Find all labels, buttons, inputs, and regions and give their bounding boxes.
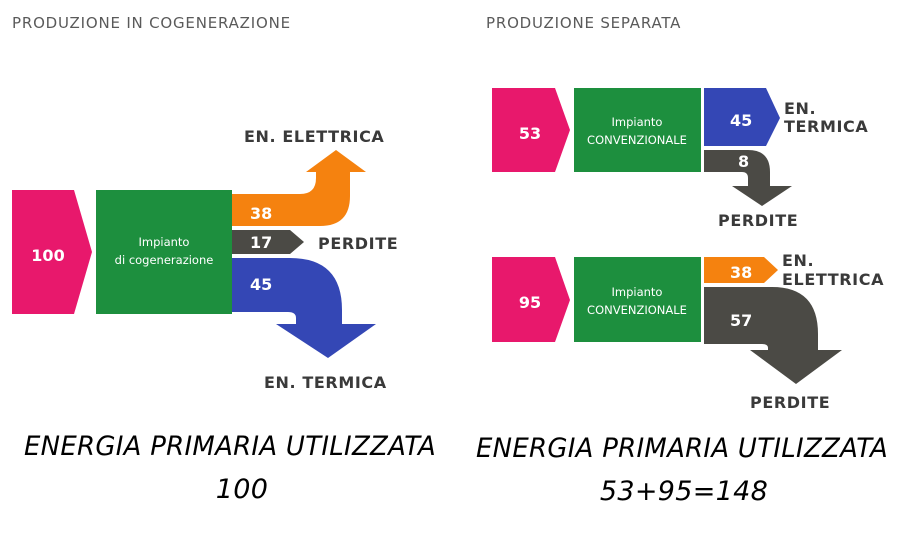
cogeneration-plant-label-2: di cogenerazione <box>115 253 214 267</box>
separate-thermal-plant-box <box>574 88 701 172</box>
separate-electric-plant-label-1: Impianto <box>612 285 663 299</box>
separate-electric-output-label-2: ELETTRICA <box>782 270 884 289</box>
cogeneration-input-value: 100 <box>31 246 64 265</box>
separate-electric-input-value: 95 <box>519 293 541 312</box>
separate-electric-plant-box <box>574 257 701 342</box>
cogeneration-loss-flow <box>232 230 304 254</box>
separate-total-label: ENERGIA PRIMARIA UTILIZZATA <box>476 433 888 464</box>
separate-thermal-output-label-2: TERMICA <box>784 117 868 136</box>
cogeneration-thermal-flow <box>232 258 376 358</box>
separate-electric-plant-label-2: CONVENZIONALE <box>587 303 687 317</box>
separate-thermal-loss-flow <box>704 150 792 206</box>
separate-thermal-output-flow <box>704 88 780 146</box>
cogeneration-electric-flow <box>232 150 366 226</box>
separate-title: PRODUZIONE SEPARATA <box>486 14 681 32</box>
cogeneration-thermal-value: 45 <box>250 275 272 294</box>
separate-electric-loss-value: 57 <box>730 311 752 330</box>
separate-thermal-plant-label-2: CONVENZIONALE <box>587 133 687 147</box>
separate-electric-output-flow <box>704 257 778 283</box>
separate-thermal-loss-label: PERDITE <box>718 211 798 230</box>
cogeneration-loss-label: PERDITE <box>318 234 398 253</box>
cogeneration-electric-label: EN. ELETTRICA <box>244 127 384 146</box>
separate-electric-loss-flow <box>704 287 842 384</box>
separate-thermal-output-value: 45 <box>730 111 752 130</box>
cogeneration-plant-box <box>96 190 232 314</box>
cogeneration-loss-value: 17 <box>250 233 272 252</box>
cogeneration-plant-label-1: Impianto <box>139 235 190 249</box>
separate-thermal-input-value: 53 <box>519 124 541 143</box>
separate-thermal-loss-value: 8 <box>738 152 749 171</box>
cogeneration-total-label: ENERGIA PRIMARIA UTILIZZATA <box>24 431 436 462</box>
cogeneration-input-shape <box>12 190 92 314</box>
cogeneration-title: PRODUZIONE IN COGENERAZIONE <box>12 14 291 32</box>
separate-electric-input-shape <box>492 257 570 342</box>
separate-total-value: 53+95=148 <box>600 476 768 507</box>
separate-electric-loss-label: PERDITE <box>750 393 830 412</box>
separate-electric-output-label-1: EN. <box>782 251 814 270</box>
separate-electric-output-value: 38 <box>730 263 752 282</box>
separate-thermal-input-shape <box>492 88 570 172</box>
separate-thermal-output-label-1: EN. <box>784 99 816 118</box>
separate-thermal-plant-label-1: Impianto <box>612 115 663 129</box>
cogeneration-thermal-label: EN. TERMICA <box>264 373 387 392</box>
cogeneration-total-value: 100 <box>216 474 268 505</box>
cogeneration-electric-value: 38 <box>250 204 272 223</box>
